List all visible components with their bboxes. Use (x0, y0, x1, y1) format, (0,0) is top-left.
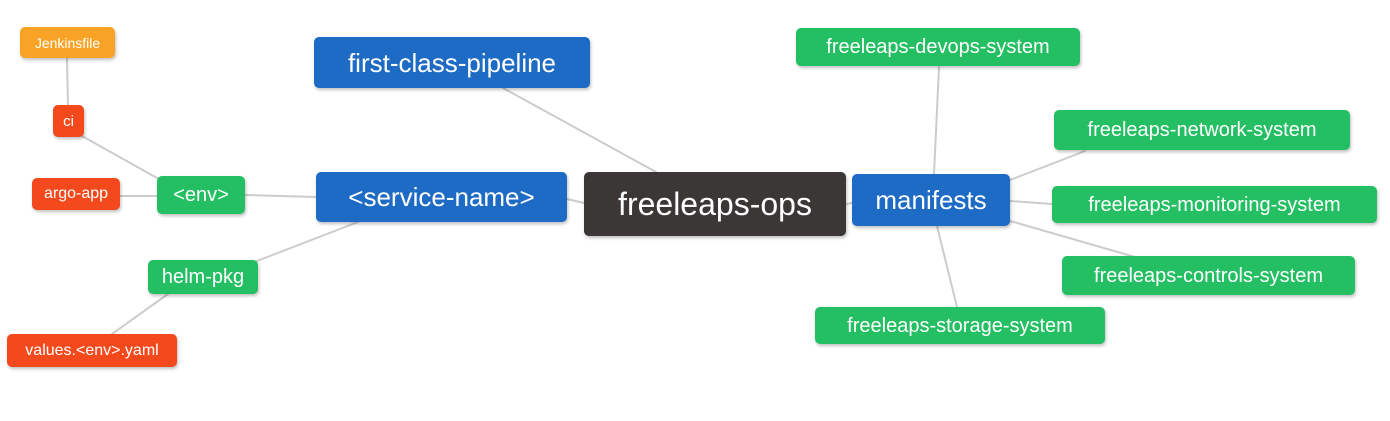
node-freeleaps-controls-system[interactable]: freeleaps-controls-system (1062, 256, 1355, 295)
node-argo-app[interactable]: argo-app (32, 178, 120, 210)
node-ci[interactable]: ci (53, 105, 84, 137)
node-jenkinsfile[interactable]: Jenkinsfile (20, 27, 115, 58)
node-freeleaps-monitoring-system[interactable]: freeleaps-monitoring-system (1052, 186, 1377, 223)
edge-manifests-to-freeleaps-devops-system (933, 66, 940, 175)
node-freeleaps-ops[interactable]: freeleaps-ops (584, 172, 846, 236)
edge-env-to-service-name (244, 194, 317, 198)
edge-jenkinsfile-to-ci (66, 57, 69, 107)
edge-manifests-to-freeleaps-storage-system (936, 225, 958, 308)
node-first-class-pipeline[interactable]: first-class-pipeline (314, 37, 590, 88)
node-helm-pkg[interactable]: helm-pkg (148, 260, 258, 294)
node-env[interactable]: <env> (157, 176, 245, 214)
edge-manifests-to-freeleaps-monitoring-system (1009, 200, 1053, 205)
node-manifests[interactable]: manifests (852, 174, 1010, 226)
edge-service-name-to-freeleaps-ops (566, 198, 585, 204)
edge-helm-pkg-to-values-env-yaml (111, 293, 169, 335)
edge-service-name-to-helm-pkg (256, 221, 359, 262)
edge-manifests-to-freeleaps-controls-system (1009, 220, 1136, 258)
edge-manifests-to-freeleaps-network-system (1009, 150, 1086, 181)
node-service-name[interactable]: <service-name> (316, 172, 567, 222)
node-values-env-yaml[interactable]: values.<env>.yaml (7, 334, 177, 367)
node-freeleaps-network-system[interactable]: freeleaps-network-system (1054, 110, 1350, 150)
node-freeleaps-storage-system[interactable]: freeleaps-storage-system (815, 307, 1105, 344)
edge-ci-to-env (81, 135, 158, 179)
node-freeleaps-devops-system[interactable]: freeleaps-devops-system (796, 28, 1080, 66)
edge-first-class-pipeline-to-freeleaps-ops (502, 87, 657, 173)
